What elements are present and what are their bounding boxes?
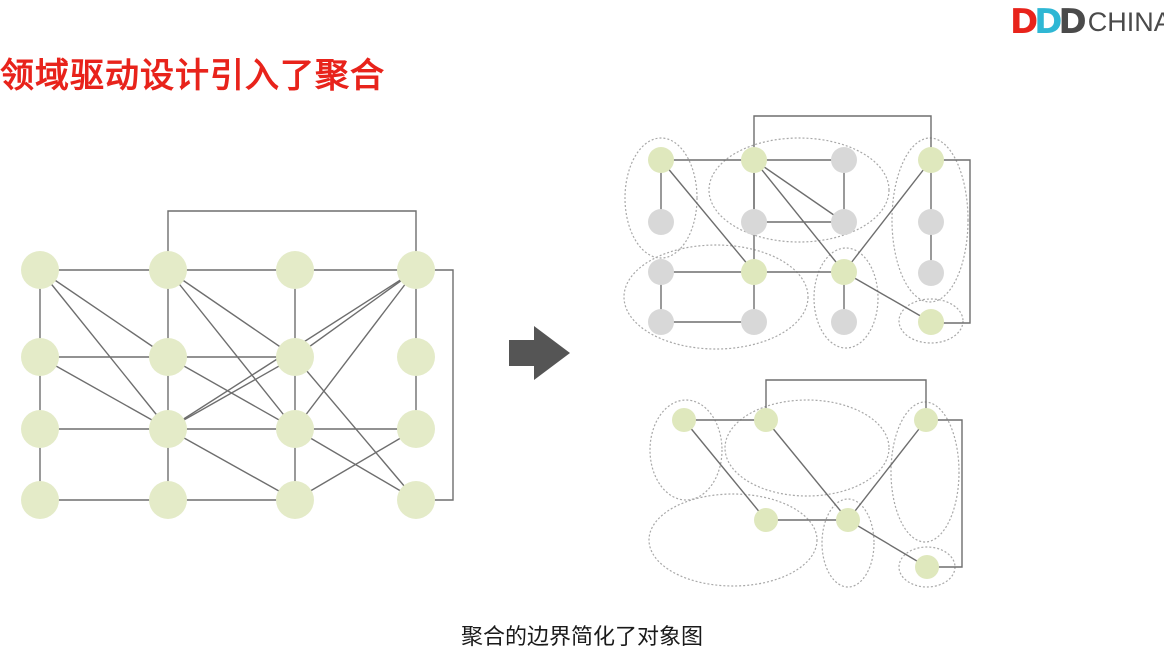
edges-bottom bbox=[683, 379, 963, 568]
graph-node bbox=[21, 410, 59, 448]
graph-node bbox=[149, 338, 187, 376]
aggregate-boundary bbox=[648, 493, 818, 587]
edge bbox=[847, 519, 928, 568]
edge bbox=[294, 428, 417, 501]
aggregate-root-node bbox=[741, 259, 767, 285]
aggregate-root-node bbox=[648, 147, 674, 173]
aggregate-root-node bbox=[914, 408, 938, 432]
inner-entity-node bbox=[831, 147, 857, 173]
graph-node bbox=[21, 481, 59, 519]
aggregate-root-node bbox=[918, 309, 944, 335]
ddd-china-logo: D D D CHINA bbox=[1010, 4, 1164, 40]
logo-text: CHINA bbox=[1087, 6, 1164, 37]
aggregate-root-node bbox=[831, 259, 857, 285]
graph-node bbox=[397, 410, 435, 448]
logo-letter: D bbox=[1010, 2, 1039, 42]
edge bbox=[294, 269, 417, 358]
aggregate-root-node bbox=[836, 508, 860, 532]
aggregate-boundary bbox=[898, 298, 964, 344]
edge bbox=[39, 269, 169, 358]
aggregate-boundary bbox=[623, 244, 809, 350]
edge bbox=[39, 356, 169, 430]
aggregate-boundary bbox=[624, 137, 698, 259]
aggregate-root-node bbox=[918, 147, 944, 173]
inner-entity-node bbox=[648, 309, 674, 335]
aggregate-boundary bbox=[708, 137, 890, 243]
inner-entity-node bbox=[831, 309, 857, 335]
aggregate-boundary bbox=[891, 137, 969, 303]
graph-node bbox=[149, 410, 187, 448]
edge bbox=[294, 356, 417, 501]
edge bbox=[765, 379, 927, 420]
edge bbox=[39, 269, 169, 430]
graph-node bbox=[276, 338, 314, 376]
inner-entity-node bbox=[648, 209, 674, 235]
graph-node bbox=[276, 251, 314, 289]
inner-entity-node bbox=[648, 259, 674, 285]
inner-entity-node bbox=[741, 209, 767, 235]
edge bbox=[931, 159, 971, 324]
graph-node bbox=[397, 481, 435, 519]
page-title: 领域驱动设计引入了聚合 bbox=[0, 56, 385, 96]
inner-entity-node bbox=[918, 260, 944, 286]
aggregate-boundary bbox=[821, 498, 875, 588]
edge bbox=[683, 419, 767, 521]
logo-letter: D bbox=[1058, 2, 1087, 42]
graph-node bbox=[21, 338, 59, 376]
slide-caption: 聚合的边界简化了对象图 bbox=[460, 625, 703, 650]
edge bbox=[167, 210, 417, 270]
aggregate-boundaries-top bbox=[623, 137, 969, 350]
edge bbox=[765, 419, 849, 521]
edge bbox=[167, 269, 296, 358]
nodes-top bbox=[648, 147, 944, 335]
aggregate-boundary bbox=[890, 401, 960, 543]
edge bbox=[416, 269, 454, 501]
object-graph-left bbox=[39, 210, 454, 501]
graph-node bbox=[276, 410, 314, 448]
edge bbox=[847, 419, 927, 521]
edge bbox=[753, 115, 932, 160]
aggregate-root-node bbox=[915, 555, 939, 579]
edge bbox=[167, 269, 296, 430]
inner-entity-node bbox=[831, 209, 857, 235]
aggregate-root-node bbox=[754, 408, 778, 432]
graph-node bbox=[149, 251, 187, 289]
inner-entity-node bbox=[918, 209, 944, 235]
edge bbox=[294, 269, 417, 430]
edge bbox=[753, 159, 845, 273]
graph-node bbox=[276, 481, 314, 519]
aggregate-root-node bbox=[741, 147, 767, 173]
logo-letter: D bbox=[1034, 2, 1063, 42]
edge bbox=[843, 159, 932, 273]
nodes-bottom bbox=[672, 408, 939, 579]
edge bbox=[843, 271, 932, 323]
nodes-left bbox=[21, 251, 435, 519]
graph-node bbox=[397, 338, 435, 376]
edge bbox=[753, 159, 845, 223]
aggregate-boundary bbox=[724, 399, 890, 497]
aggregate-boundaries-bottom bbox=[648, 399, 960, 588]
aggregate-boundary bbox=[813, 247, 879, 349]
edge bbox=[926, 419, 963, 568]
graph-node bbox=[149, 481, 187, 519]
graph-node bbox=[397, 251, 435, 289]
inner-entity-node bbox=[741, 309, 767, 335]
graph-node bbox=[21, 251, 59, 289]
edge bbox=[167, 356, 296, 430]
aggregate-root-node bbox=[754, 508, 778, 532]
edge bbox=[167, 428, 296, 501]
edge bbox=[660, 159, 755, 273]
aggregate-root-node bbox=[672, 408, 696, 432]
aggregate-boundary bbox=[649, 399, 723, 501]
right-arrow-icon bbox=[509, 326, 570, 380]
